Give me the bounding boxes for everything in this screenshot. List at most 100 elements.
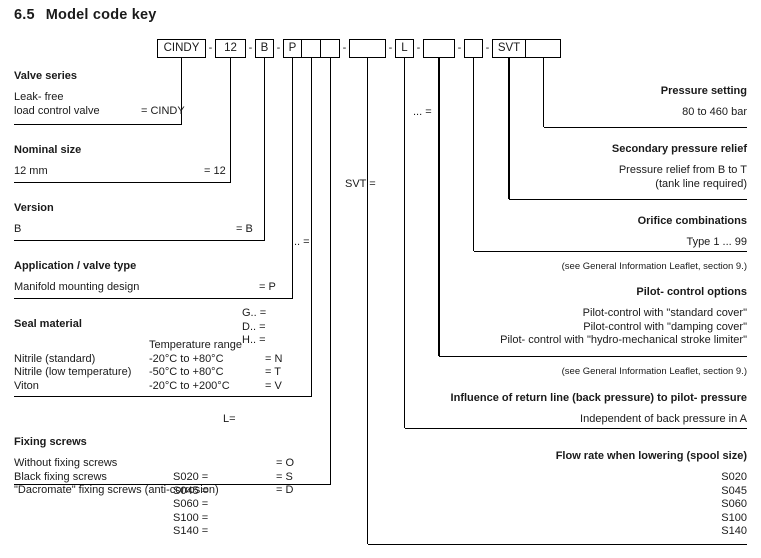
block-pilot-control-options: Pilot- control options G.. = Pilot-contr… [207,286,747,348]
code-separator: - [457,42,462,54]
spec-row: .. = Type 1 ... 99 [257,236,747,250]
spec-row: Manifold mounting design = P [14,281,276,295]
spec-code: D.. = [242,320,266,333]
spec-code: = S [276,470,293,483]
block-heading: Nominal size [14,144,82,156]
spec-code: = B [236,223,253,235]
block-heading: Orifice combinations [637,215,747,227]
connector-horizontal [14,124,182,126]
connector-horizontal [439,356,747,358]
spec-code: .. = [294,236,310,248]
spec-row: Leak- free [14,91,77,105]
block-heading: Valve series [14,70,78,82]
spec-label: 12 mm [14,165,48,177]
code-box[interactable] [302,39,321,58]
block-heading: Flow rate when lowering (spool size) [555,450,747,462]
connector-vertical [403,58,406,428]
connector-horizontal [14,484,331,486]
spec-code: L= [223,413,236,425]
spec-row: Temperature range [14,339,242,353]
connector-vertical [229,58,232,182]
spec-row: S100 = S100 [157,512,747,526]
spec-label: 80 to 460 bar [682,106,747,118]
spec-row: D.. = Pilot-control with "damping cover" [207,321,747,335]
connector-horizontal [14,240,265,242]
code-separator: - [276,42,281,54]
code-separator: - [485,42,490,54]
block-seal-material: Seal material Temperature range Nitrile … [14,318,282,394]
code-box[interactable]: L [395,39,414,58]
pilot-control-note: (see General Information Leaflet, sectio… [561,366,747,377]
spec-code: = 12 [204,165,226,177]
connector-vertical [291,58,294,298]
spec-row: load control valve = CINDY [14,105,185,119]
spec-label: Type 1 ... 99 [686,236,747,248]
spec-row: S140 = S140 [157,525,747,539]
connector-vertical [310,58,313,396]
connector-horizontal [14,396,312,398]
section-number: 6.5 [14,7,35,23]
code-separator: - [208,42,213,54]
block-orifice-combinations: Orifice combinations .. = Type 1 ... 99 [257,215,747,250]
connector-horizontal [14,182,231,184]
block-pressure-setting: Pressure setting ... = 80 to 460 bar [317,85,747,120]
spec-label: Pilot-control with "damping cover" [583,320,747,333]
code-box[interactable] [526,39,561,58]
code-box[interactable] [464,39,483,58]
spec-label: Pressure relief from B to T [618,164,747,176]
spec-code: = T [265,366,282,378]
spec-row: B = B [14,223,253,237]
spec-label: B [14,223,22,235]
connector-horizontal [543,127,747,129]
block-heading: Influence of return line (back pressure)… [450,392,747,404]
code-separator: - [416,42,421,54]
spec-code: H.. = [242,334,266,346]
spec-label: Nitrile (standard) [14,352,96,365]
code-separator: - [342,42,347,54]
spec-label: Without fixing screws [14,457,118,469]
spec-label: Pilot-control with "standard cover" [582,307,747,319]
code-box[interactable] [321,39,340,58]
spec-code: S045 = [173,484,209,497]
page-title-text: Model code key [45,7,157,23]
spec-code: S100 = [173,511,209,524]
spec-row: Black fixing screws = S [14,471,293,485]
spec-row: Viton -20°C to +200°C = V [14,380,282,394]
spec-range: -20°C to +200°C [149,379,230,392]
code-box[interactable]: 12 [215,39,246,58]
spec-row: Nitrile (standard) -20°C to +80°C = N [14,353,282,367]
connector-vertical [180,58,183,124]
block-application-valve-type: Application / valve type Manifold mounti… [14,260,276,295]
spec-row: Pressure relief from B to T [287,164,747,178]
spec-row: S060 = S060 [157,498,747,512]
code-box[interactable] [349,39,386,58]
spec-row: Without fixing screws = O [14,457,294,471]
block-heading: Application / valve type [14,260,137,272]
spec-label: S140 [721,525,747,537]
code-box[interactable]: SVT [492,39,526,58]
block-nominal-size: Nominal size 12 mm = 12 [14,144,226,179]
model-code-row: CINDY-12-B-P--L---SVT [157,39,561,58]
spec-label: Leak- free [14,91,64,103]
spec-code: G.. = [242,307,267,319]
code-box[interactable]: B [255,39,274,58]
spec-row: S045 = S045 [157,485,747,499]
block-fixing-screws: Fixing screws Without fixing screws = O … [14,436,294,498]
spec-row: 12 mm = 12 [14,165,226,179]
connector-vertical [542,58,545,127]
spec-subheading: Temperature range [149,339,242,351]
spec-code: = N [265,352,283,365]
code-box[interactable]: CINDY [157,39,206,58]
spec-label: Pilot- control with "hydro-mechanical st… [500,334,747,346]
spec-label: (tank line required) [655,177,747,190]
block-secondary-pressure-relief: Secondary pressure relief Pressure relie… [287,143,747,191]
code-box[interactable] [423,39,455,58]
spec-label: S060 [721,498,747,510]
block-heading: Secondary pressure relief [611,143,747,155]
connector-vertical [438,58,440,356]
code-box[interactable]: P [283,39,302,58]
connector-horizontal [509,199,747,201]
spec-code: ... = [413,106,432,118]
spec-code: S020 = [173,471,209,483]
